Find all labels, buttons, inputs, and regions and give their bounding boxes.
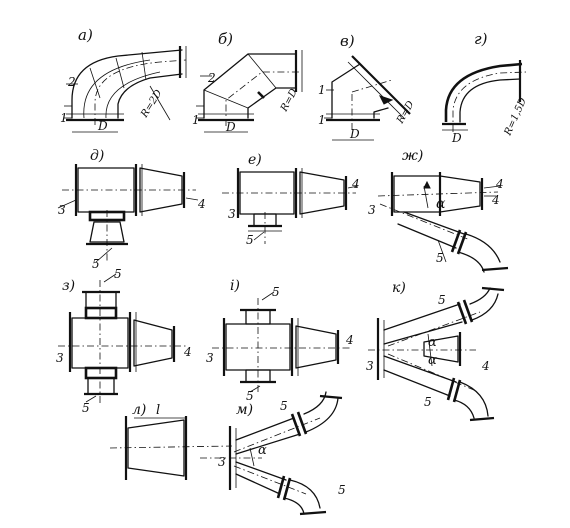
fig-b-segmented-elbow: б) 2 1 D R=D <box>192 30 303 134</box>
fig-e-label: е) <box>248 152 262 168</box>
fig-b-radius: R=D <box>278 87 299 114</box>
fig-i-cross-transition: і) 5 3 4 5 <box>206 278 354 403</box>
fig-z-mark-5-bottom: 5 <box>82 401 90 415</box>
fig-v-miter-elbow: в) 1 1 D R=D <box>318 32 417 141</box>
fig-a-diameter: D <box>97 119 108 133</box>
fig-k-angle-bottom: α <box>428 353 437 368</box>
fig-l-length: l <box>156 403 160 418</box>
fig-v-mark-1-bottom: 1 <box>318 113 326 127</box>
fig-e-tee-transition: е) 3 4 5 <box>222 152 360 247</box>
fig-z-mark-3: 3 <box>56 351 64 365</box>
fig-z-cross-transition: з) 5 3 4 5 <box>56 267 192 415</box>
fig-k-label: к) <box>392 280 406 296</box>
fig-k-mark-5-top: 5 <box>438 293 446 307</box>
fig-i-mark-4: 4 <box>345 333 354 347</box>
fig-d-mark-4: 4 <box>197 197 206 211</box>
fig-i-label: і) <box>230 278 240 294</box>
fig-l-transition: л) l <box>109 402 233 480</box>
fig-zh-mark-4-top: 4 <box>495 177 504 191</box>
fig-b-diameter: D <box>225 120 236 134</box>
fig-zh-mark-3: 3 <box>368 203 376 217</box>
fig-e-mark-3: 3 <box>228 207 236 221</box>
fig-a-label: а) <box>78 26 93 44</box>
fig-d-tee-transition: д) 3 4 5 <box>57 148 206 271</box>
fig-b-label: б) <box>218 30 233 48</box>
fig-i-mark-5-top: 5 <box>272 285 280 299</box>
fig-v-diameter: D <box>349 127 360 141</box>
fig-zh-mark-5: 5 <box>436 251 444 265</box>
fig-e-mark-4: 4 <box>351 177 360 191</box>
fig-m-angle: α <box>258 443 267 458</box>
fig-g-bend: г) D R=1,5D <box>442 30 529 145</box>
fig-v-mark-1-top: 1 <box>318 83 326 97</box>
fig-z-mark-4: 4 <box>183 345 192 359</box>
fig-i-mark-5-bottom: 5 <box>246 389 254 403</box>
fig-a-mark-2: 2 <box>67 75 76 89</box>
fig-k-mark-4: 4 <box>481 359 490 373</box>
fig-v-label: в) <box>340 32 355 50</box>
fig-g-label: г) <box>474 30 488 48</box>
fig-g-diameter: D <box>451 131 462 145</box>
fig-zh-mark-4-bottom: 4 <box>491 193 500 207</box>
fig-m-mark-5-top: 5 <box>280 399 288 413</box>
fig-k-double-branch: к) 5 3 α α 4 5 <box>366 280 505 422</box>
fig-k-angle-top: α <box>428 335 437 350</box>
fig-z-label: з) <box>62 278 75 294</box>
fig-m-mark-3: 3 <box>218 455 226 469</box>
fig-b-mark-2: 2 <box>207 71 216 85</box>
fig-zh-label: ж) <box>402 148 423 164</box>
fig-zh-angled-branch: ж) 3 4 4 α 5 <box>368 148 509 273</box>
fig-m-label: м) <box>236 402 253 418</box>
fig-k-mark-3: 3 <box>366 359 374 373</box>
fig-g-radius: R=1,5D <box>502 96 529 138</box>
fig-i-mark-3: 3 <box>206 351 214 365</box>
fig-l-label: л) <box>132 402 146 418</box>
fig-e-mark-5: 5 <box>246 233 254 247</box>
fig-d-mark-3: 3 <box>58 203 66 217</box>
fig-m-mark-5-bottom: 5 <box>338 483 346 497</box>
fig-a-mark-1: 1 <box>60 111 68 125</box>
fig-a-smooth-elbow: а) 2 1 D R=2D <box>60 26 187 133</box>
fig-d-label: д) <box>90 148 104 164</box>
fig-d-mark-5: 5 <box>92 257 100 271</box>
fig-b-mark-1: 1 <box>192 113 200 127</box>
fig-k-mark-5-bottom: 5 <box>424 395 432 409</box>
fig-m-double-elbow-branch: м) 5 3 α 5 <box>200 391 346 516</box>
fig-zh-angle: α <box>436 196 446 212</box>
fig-z-mark-5-top: 5 <box>114 267 122 281</box>
